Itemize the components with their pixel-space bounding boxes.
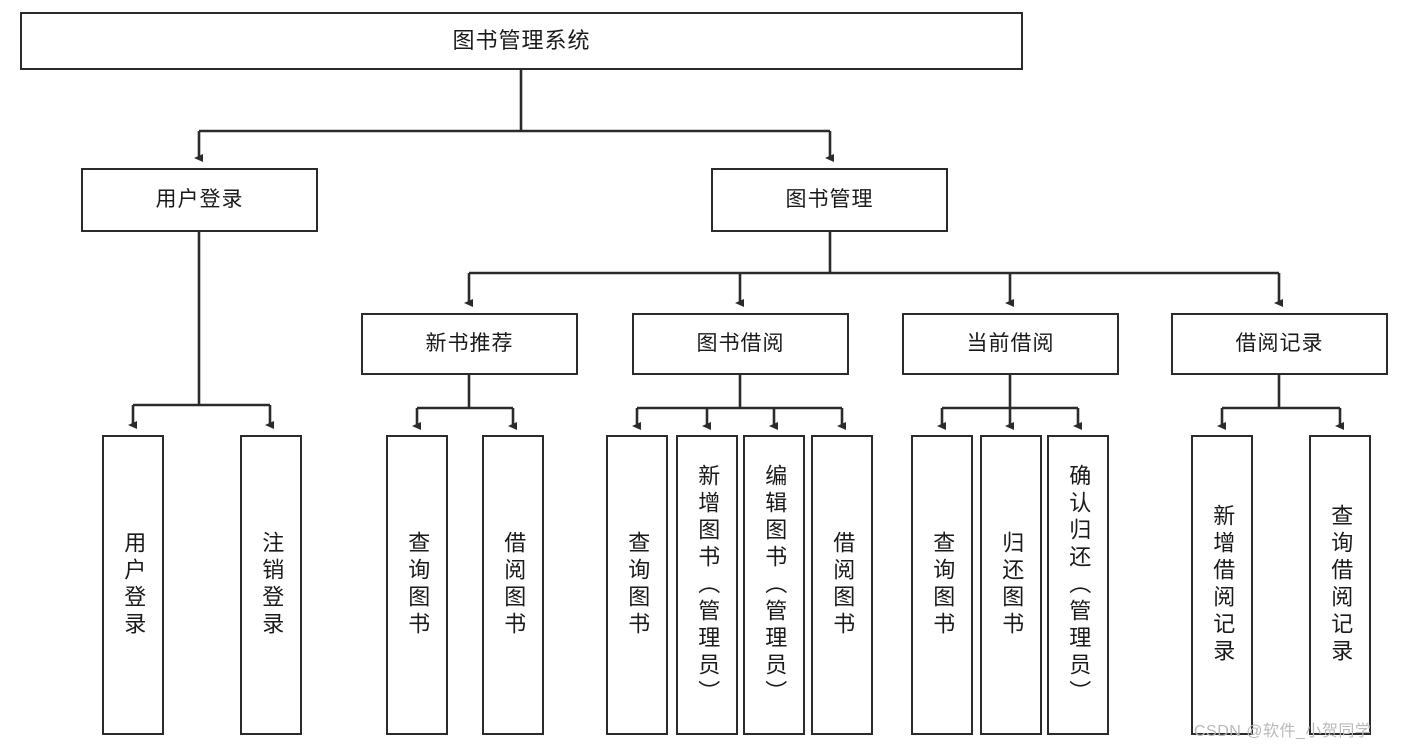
node-leaf-edit-book-admin[interactable]: 编辑图书（管理员） (743, 435, 805, 735)
node-label: 图书管理系统 (452, 28, 591, 54)
node-label: 用户登录 (155, 187, 244, 211)
node-leaf-query-book-current[interactable]: 查询图书 (911, 435, 973, 735)
node-leaf-borrow-book-new[interactable]: 借阅图书 (482, 435, 544, 735)
node-leaf-add-book-admin[interactable]: 新增图书（管理员） (676, 435, 738, 735)
node-leaf-return-book[interactable]: 归还图书 (980, 435, 1042, 735)
node-leaf-query-borrow-record[interactable]: 查询借阅记录 (1309, 435, 1371, 735)
node-book-management[interactable]: 图书管理 (711, 168, 948, 232)
node-label: 注销登录 (259, 531, 285, 639)
node-label: 当前借阅 (966, 331, 1055, 355)
node-label: 图书借阅 (696, 331, 785, 355)
node-label: 新增图书（管理员） (695, 463, 721, 707)
node-leaf-query-book-new[interactable]: 查询图书 (386, 435, 448, 735)
node-book-borrow[interactable]: 图书借阅 (632, 313, 849, 375)
node-borrow-record[interactable]: 借阅记录 (1171, 313, 1388, 375)
node-leaf-logout[interactable]: 注销登录 (240, 435, 302, 735)
node-new-book-recommend[interactable]: 新书推荐 (361, 313, 578, 375)
node-leaf-confirm-return-admin[interactable]: 确认归还（管理员） (1047, 435, 1109, 735)
node-label: 确认归还（管理员） (1066, 463, 1092, 707)
node-label: 编辑图书（管理员） (762, 463, 788, 707)
node-label: 查询借阅记录 (1328, 504, 1354, 666)
node-leaf-borrow-book[interactable]: 借阅图书 (811, 435, 873, 735)
node-leaf-add-borrow-record[interactable]: 新增借阅记录 (1191, 435, 1253, 735)
node-label: 查询图书 (930, 531, 956, 639)
node-label: 用户登录 (121, 531, 147, 639)
node-label: 借阅图书 (830, 531, 856, 639)
node-label: 图书管理 (785, 187, 874, 211)
node-user-login[interactable]: 用户登录 (81, 168, 318, 232)
csdn-watermark: CSDN @软件_小贺同学 (1194, 723, 1372, 740)
node-current-borrow[interactable]: 当前借阅 (902, 313, 1119, 375)
node-label: 查询图书 (625, 531, 651, 639)
node-label: 借阅记录 (1235, 331, 1324, 355)
node-label: 查询图书 (405, 531, 431, 639)
node-label: 借阅图书 (501, 531, 527, 639)
node-label: 新增借阅记录 (1210, 504, 1236, 666)
node-leaf-query-book-borrow[interactable]: 查询图书 (606, 435, 668, 735)
node-label: 新书推荐 (425, 331, 514, 355)
node-label: 归还图书 (999, 531, 1025, 639)
node-root-system[interactable]: 图书管理系统 (20, 12, 1023, 70)
node-leaf-user-login[interactable]: 用户登录 (102, 435, 164, 735)
